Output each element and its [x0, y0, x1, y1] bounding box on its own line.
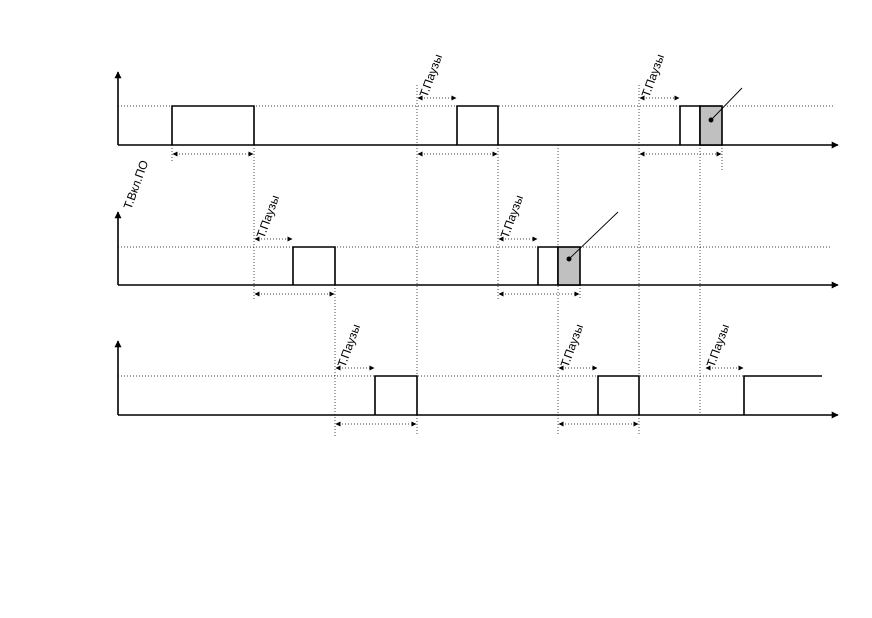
pulse-row-3-b — [597, 375, 640, 415]
pulse-row-1-a — [171, 105, 255, 145]
callout-pointer-row-2 — [568, 211, 619, 260]
pulse-row-3-a — [374, 375, 418, 415]
pause-label: Т.Паузы — [704, 322, 732, 369]
pause-label: Т.Паузы — [498, 193, 526, 240]
pulse-row-2-b — [537, 246, 559, 285]
pulses — [171, 105, 822, 415]
pulse-row-1-b — [456, 105, 499, 145]
pause-label: Т.Паузы — [254, 193, 282, 240]
duration-arrows — [172, 151, 722, 427]
labels: Т.Вкл.ПО Т.Паузы Т.Паузы Т.Паузы Т.Паузы… — [121, 52, 732, 369]
pulse-row-3-c — [743, 375, 822, 415]
pause-label: Т.Паузы — [417, 52, 445, 99]
pulse-row-1-c — [679, 105, 701, 145]
guide-lines — [171, 85, 723, 436]
pause-label: Т.Паузы — [558, 322, 586, 369]
axes — [114, 71, 839, 419]
power-on-label: Т.Вкл.ПО — [121, 158, 152, 211]
pause-label: Т.Паузы — [639, 52, 667, 99]
callout-pointer-row-1 — [710, 87, 743, 121]
pause-arrows — [254, 95, 744, 371]
pulse-row-2-b-shaded — [557, 246, 581, 286]
callouts — [566, 87, 743, 262]
pulse-row-2-a — [292, 246, 336, 285]
pulse-row-1-c-shaded — [699, 105, 723, 146]
pause-label: Т.Паузы — [335, 322, 363, 369]
callout-dot-row-1 — [708, 117, 714, 123]
callout-dot-row-2 — [566, 256, 572, 262]
